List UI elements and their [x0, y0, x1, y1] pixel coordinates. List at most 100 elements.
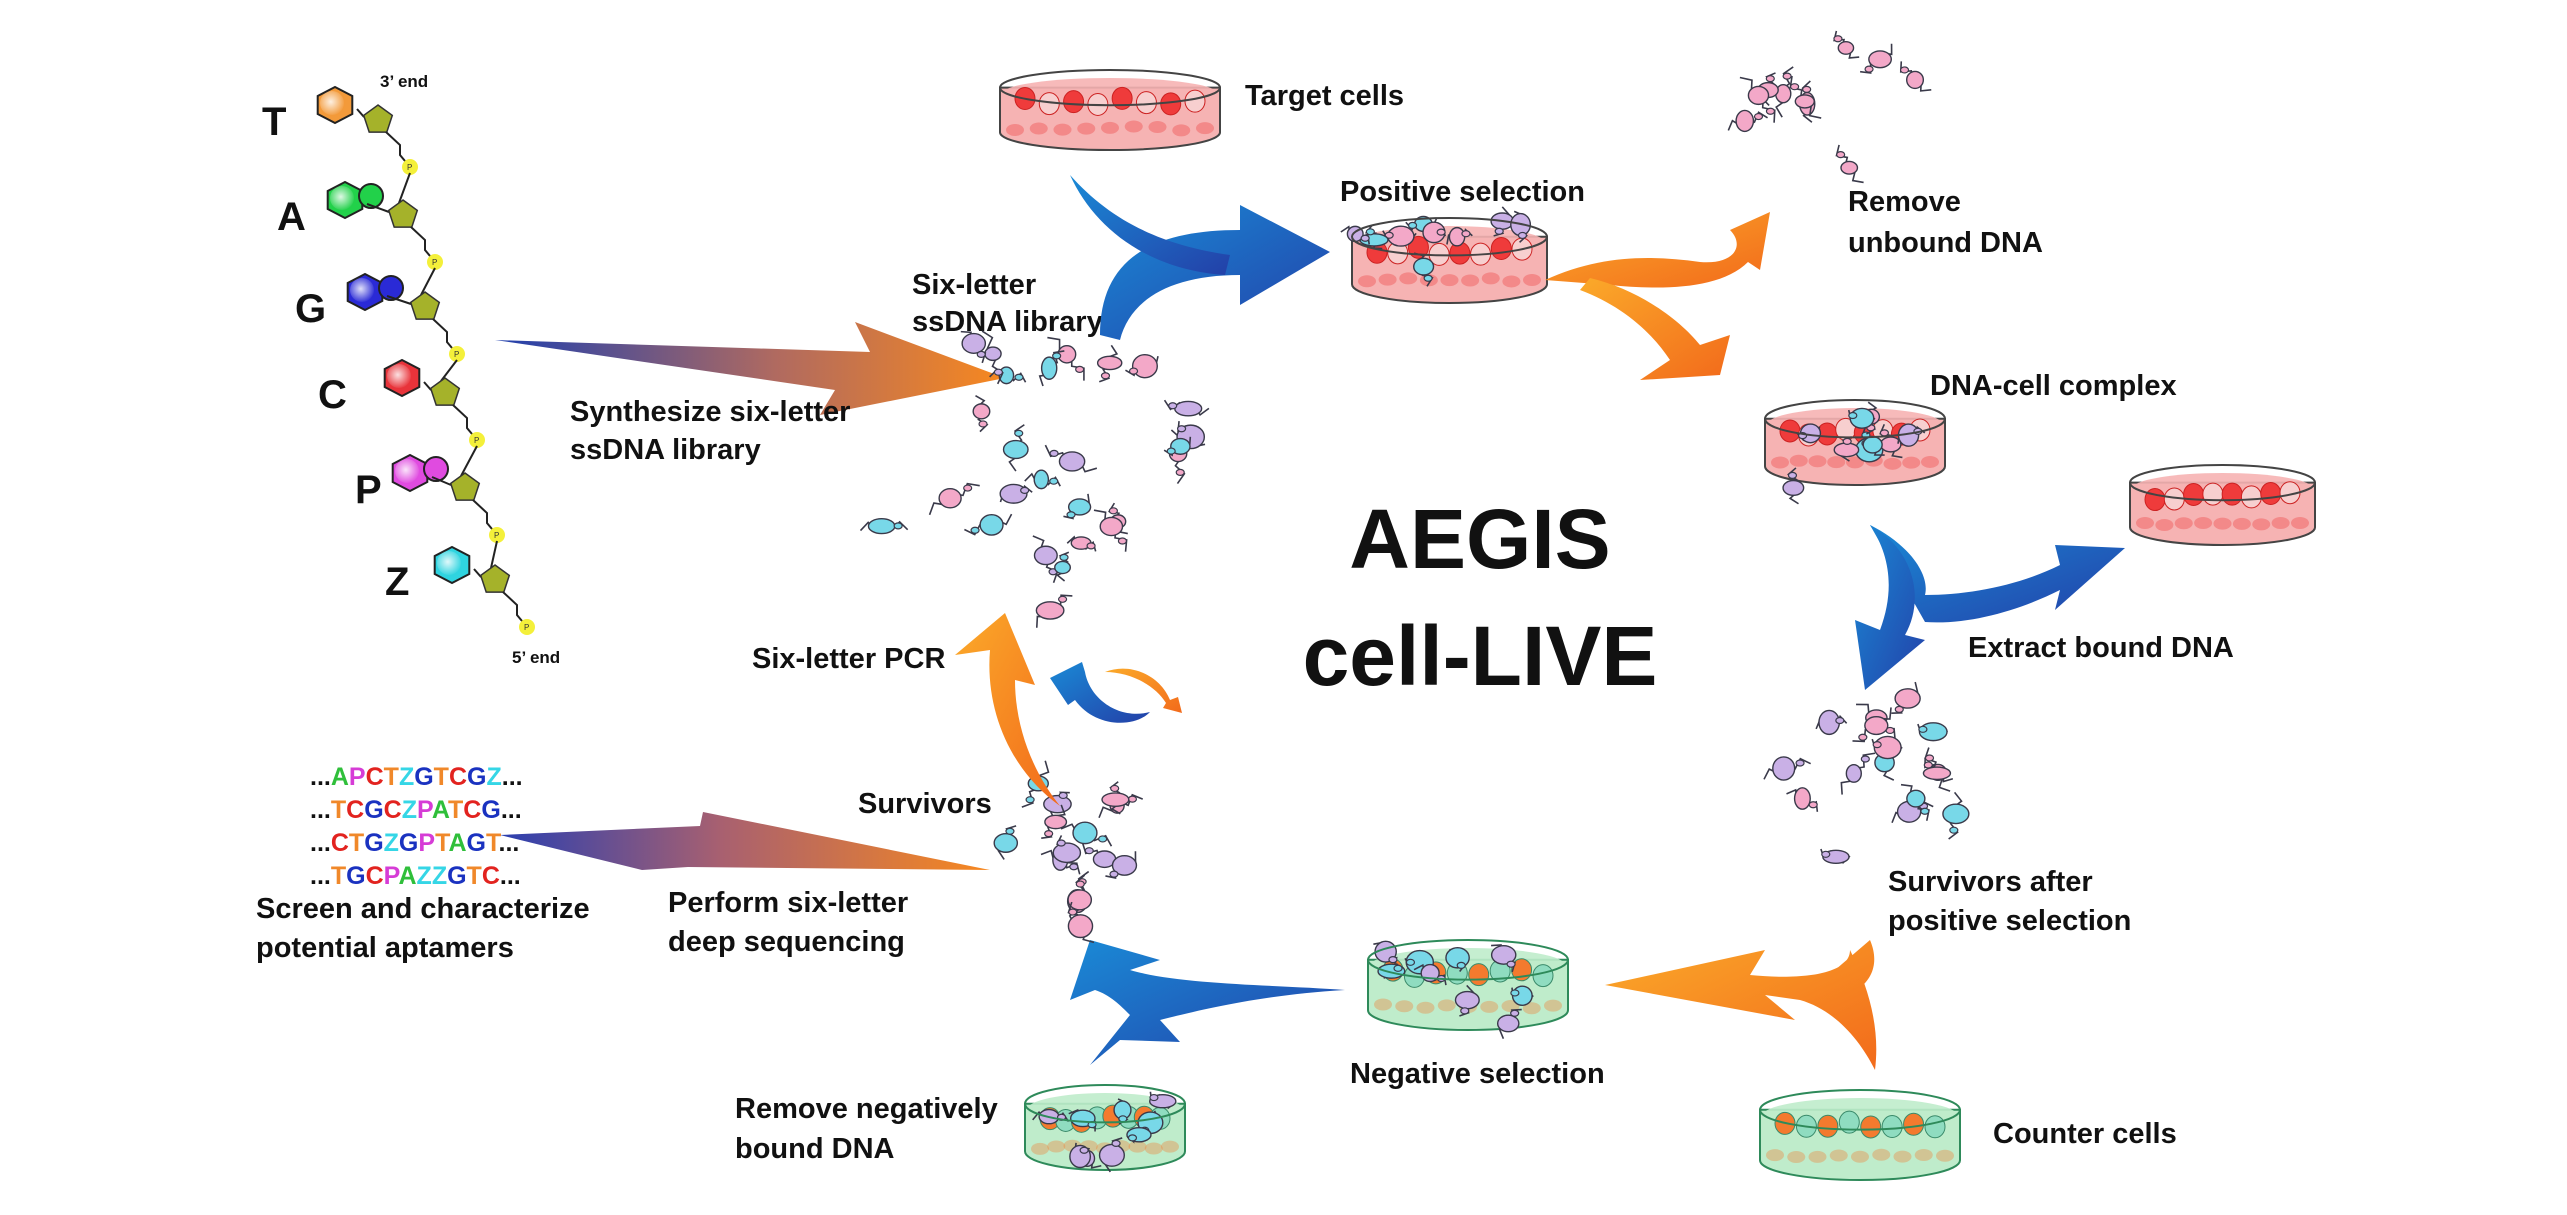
- cell: [1490, 237, 1512, 261]
- cell: [1808, 455, 1827, 468]
- dna-strand: [1775, 66, 1794, 118]
- cell: [1522, 1002, 1541, 1015]
- cell: [1523, 274, 1541, 287]
- cell: [1789, 454, 1808, 467]
- cell: [1437, 999, 1456, 1012]
- synthesize-label-line2: ssDNA library: [570, 434, 761, 466]
- dna-strand: [1069, 1144, 1092, 1169]
- dna-strand: [1067, 901, 1095, 944]
- shine: [330, 186, 354, 210]
- cell: [1827, 456, 1846, 469]
- aptamer-sequence-line: ...TCGCZPATCG...: [310, 796, 522, 824]
- dna-strand: [1024, 469, 1061, 490]
- cell: [2240, 485, 2262, 509]
- base-letter: Z: [385, 560, 409, 604]
- shine: [350, 278, 374, 302]
- dna-strand: [1035, 594, 1073, 628]
- aptamer-sequence-line: ...APCTZGTCGZ...: [310, 763, 523, 791]
- cell: [1077, 122, 1096, 135]
- phosphate-p: P: [454, 350, 459, 359]
- cell: [2260, 482, 2282, 506]
- dna-strand: [1490, 944, 1517, 973]
- positive-selection-label: Positive selection: [1340, 176, 1585, 208]
- dna-strand: [972, 394, 991, 433]
- dna-strand: [1101, 781, 1130, 815]
- remove-negatively-label-line2: bound DNA: [735, 1133, 895, 1165]
- dna-strand: [960, 330, 987, 364]
- dish-rim: [1764, 399, 1946, 439]
- negative-selection-dish: [1367, 939, 1569, 1039]
- cell: [1787, 1151, 1806, 1164]
- dish-rim: [1351, 217, 1548, 257]
- dna-strand: [1833, 436, 1860, 462]
- phosphate-icon: [489, 527, 505, 543]
- dish-rim: [999, 69, 1221, 107]
- cell: [2213, 517, 2232, 530]
- phosphate-p: P: [494, 531, 499, 540]
- dna-strand: [1038, 350, 1065, 387]
- cell: [1101, 121, 1119, 134]
- deep-sequencing-label-line1: Perform six-letter: [668, 887, 908, 919]
- cell: [1766, 1149, 1784, 1162]
- to-dna-cell-complex-arrow: [1580, 278, 1730, 380]
- cell: [2202, 482, 2224, 506]
- dna-strand: [1041, 804, 1068, 840]
- cell: [1395, 1000, 1414, 1013]
- dna-strand: [1820, 848, 1851, 865]
- phosphate-p: P: [407, 163, 412, 172]
- dna-strand: [1052, 835, 1082, 865]
- sugar-icon: [449, 472, 481, 501]
- extract-bound-label: Extract bound DNA: [1968, 632, 2234, 664]
- cell: [1416, 1001, 1435, 1014]
- cell: [2221, 482, 2243, 506]
- screen-label-line1: Screen and characterize: [256, 893, 590, 925]
- dna-strand: [1782, 467, 1805, 505]
- dna-strand: [1113, 1098, 1132, 1125]
- dna-strand: [1900, 783, 1930, 821]
- remove-unbound-label-line2: unbound DNA: [1848, 227, 2043, 259]
- dna-strand: [1917, 722, 1948, 742]
- cell: [1771, 456, 1789, 469]
- remove-unbound-arrow: [1545, 212, 1770, 288]
- backbone: [490, 540, 498, 569]
- cell: [1184, 89, 1206, 113]
- positive-selection-dish: [1340, 206, 1548, 304]
- cell: [1440, 274, 1459, 287]
- screen-label-line2: potential aptamers: [256, 932, 514, 964]
- cell: [1407, 235, 1429, 259]
- cell: [1135, 91, 1157, 115]
- extracted-cells-dish: [2129, 464, 2316, 546]
- base-letter: C: [318, 373, 347, 417]
- dna-strand: [999, 483, 1033, 504]
- sugar-icon: [479, 564, 511, 593]
- phosphate-icon: [427, 254, 443, 270]
- cell: [1921, 455, 1939, 468]
- dna-cell-complex-dish: [1764, 399, 1946, 505]
- dna-strand: [1860, 43, 1893, 74]
- dna-strand: [1833, 30, 1860, 59]
- pcr-label: Six-letter PCR: [752, 643, 945, 675]
- to-negative-selection-arrow: [1605, 940, 1877, 1070]
- shine: [437, 551, 461, 575]
- dna-strand: [1163, 399, 1210, 417]
- phosphate-icon: [402, 159, 418, 175]
- dna-strand: [1786, 787, 1819, 812]
- nucleotide-p: PP: [355, 453, 505, 569]
- cell: [2155, 519, 2174, 532]
- dna-strand: [1445, 947, 1470, 972]
- target-cells-label: Target cells: [1245, 80, 1404, 112]
- deep-sequencing-label-line2: deep sequencing: [668, 926, 905, 958]
- cell: [1481, 272, 1500, 285]
- nucleotide-t: TP: [262, 85, 418, 204]
- extract-bound-arrow: [1870, 525, 2125, 623]
- nucleotide-g: GP: [295, 272, 465, 382]
- bond: [423, 381, 432, 391]
- negative-bound-dish: [1024, 1084, 1186, 1173]
- sugar-icon: [429, 377, 461, 406]
- backbone: [398, 172, 411, 204]
- aptamer-sequence-line: ...TGCPAZZGTC...: [310, 862, 521, 890]
- cell: [1914, 1148, 1933, 1161]
- survivors-after-label-line1: Survivors after: [1888, 866, 2093, 898]
- dish-rim: [1024, 1084, 1186, 1124]
